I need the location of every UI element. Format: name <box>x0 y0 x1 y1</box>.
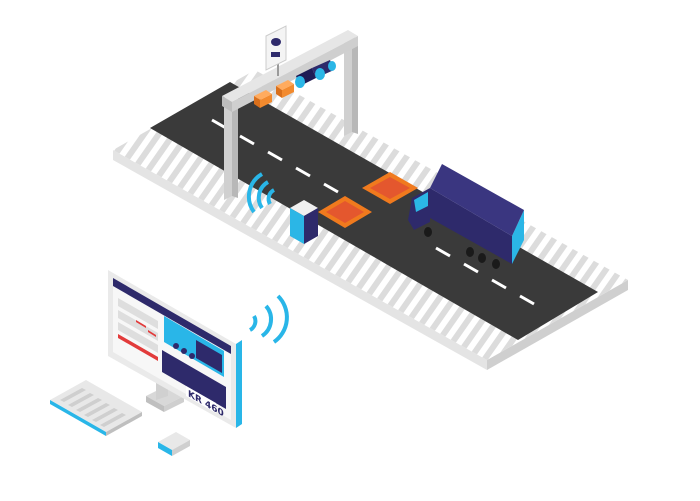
truck-windshield <box>414 192 428 212</box>
speed-sign-icon <box>265 25 287 71</box>
camera-icon <box>295 60 336 88</box>
plate-display <box>186 386 216 413</box>
truck-icon <box>408 164 524 269</box>
camera-gantry <box>222 25 358 200</box>
road-surface <box>150 82 598 340</box>
platform-right-side <box>487 280 628 370</box>
platform-left-side <box>113 150 487 370</box>
truck-trailer-top <box>430 164 524 236</box>
roadside-sensor-units <box>254 80 294 108</box>
weigh-pad-front-inner <box>326 201 364 223</box>
truck-trailer-back <box>512 210 524 264</box>
lane-markings <box>211 118 535 306</box>
monitor-icon: KR 460 <box>108 270 242 428</box>
weigh-in-motion-sensors <box>318 172 418 228</box>
keyboard-icon <box>50 380 142 436</box>
weigh-pad-rear-inner <box>370 177 410 199</box>
wifi-signal-icon <box>248 294 289 344</box>
wifi-signal-icon <box>246 172 276 214</box>
mouse-device <box>158 432 190 456</box>
truck-trailer-side <box>430 188 512 264</box>
roadside-cabinet <box>290 200 318 244</box>
road-platform <box>113 70 628 370</box>
